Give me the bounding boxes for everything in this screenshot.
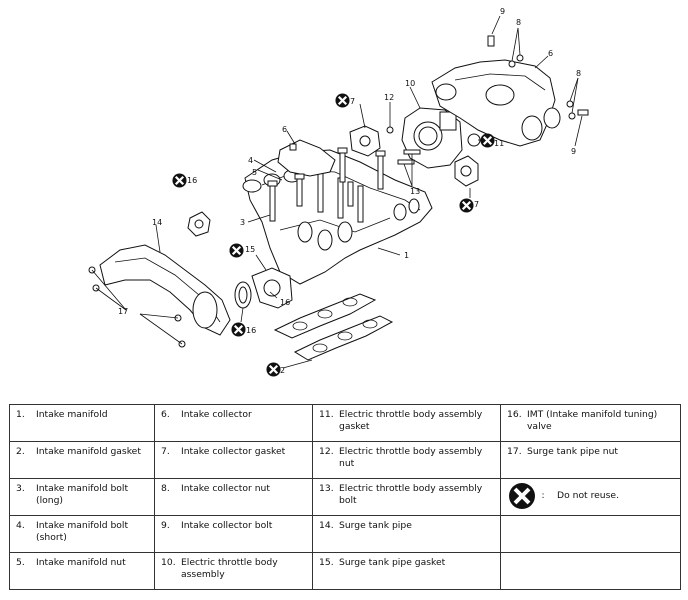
legend-cell-no-reuse: : Do not reuse. <box>500 478 681 516</box>
legend-cell: 10.Electric throttle body assembly <box>154 552 313 590</box>
legend-cell: 5.Intake manifold nut <box>9 552 155 590</box>
legend-row: 5.Intake manifold nut 10.Electric thrott… <box>9 552 681 590</box>
intake-collector-nut <box>566 100 574 108</box>
gasket-hole <box>194 219 204 229</box>
legend-row: 3.Intake manifold bolt (long) 8.Intake c… <box>9 478 681 516</box>
callout-8-top: 8 <box>516 18 521 27</box>
intake-collector-cover-part <box>277 139 336 177</box>
gasket-hole <box>460 165 472 177</box>
legend-cell: 14.Surge tank pipe <box>312 515 501 553</box>
parts-legend-table: 1.Intake manifold 6.Intake collector 11.… <box>9 404 681 590</box>
intake-collector-bolt <box>577 109 589 116</box>
legend-cell-empty <box>500 552 681 590</box>
intake-collector-nut <box>508 60 516 68</box>
callout-6-collector: 6 <box>548 49 553 58</box>
callout-9-top: 9 <box>500 7 505 16</box>
legend-cell: 1.Intake manifold <box>9 404 155 442</box>
callout-16-c: 16 <box>246 326 256 335</box>
callout-5: 5 <box>252 168 257 177</box>
surge-tank-pipe-part <box>99 244 231 336</box>
callout-16-a: 16 <box>187 176 197 185</box>
callout-3: 3 <box>240 218 245 227</box>
intake-collector-nut <box>568 112 576 120</box>
callout-8-right: 8 <box>576 69 581 78</box>
callout-16-b: 16 <box>280 298 290 307</box>
callout-9-right: 9 <box>571 147 576 156</box>
exploded-parts-diagram: 1 2 3 4 5 6 7 7 8 8 9 9 10 11 12 13 14 1… <box>88 7 589 377</box>
callout-10: 10 <box>405 79 415 88</box>
callout-6: 6 <box>282 125 287 134</box>
legend-cell: 15.Surge tank pipe gasket <box>312 552 501 590</box>
legend-cell: 7.Intake collector gasket <box>154 441 313 479</box>
callout-12: 12 <box>384 93 394 102</box>
legend-cell: 17.Surge tank pipe nut <box>500 441 681 479</box>
intake-collector-bolt <box>487 35 495 47</box>
leader-lines <box>91 15 583 369</box>
callout-15: 15 <box>245 245 255 254</box>
legend-cell: 2.Intake manifold gasket <box>9 441 155 479</box>
callout-1: 1 <box>404 251 409 260</box>
callout-13: 13 <box>410 187 420 196</box>
legend-row: 2.Intake manifold gasket 7.Intake collec… <box>9 441 681 479</box>
imt-valve-part <box>251 267 293 309</box>
electric-throttle-body-part <box>401 107 463 169</box>
legend-cell: 4.Intake manifold bolt (short) <box>9 515 155 553</box>
legend-row: 4.Intake manifold bolt (short) 9.Intake … <box>9 515 681 553</box>
throttle-body-bolt <box>397 159 415 165</box>
callout-17: 17 <box>118 307 128 316</box>
callout-7-right: 7 <box>474 200 479 209</box>
callout-labels: 1 2 3 4 5 6 7 7 8 8 9 9 10 11 12 13 14 1… <box>118 7 581 375</box>
intake-manifold-bolts <box>267 147 386 222</box>
legend-cell: 3.Intake manifold bolt (long) <box>9 478 155 516</box>
legend-cell: 12.Electric throttle body assembly nut <box>312 441 501 479</box>
callout-2: 2 <box>280 366 285 375</box>
legend-cell: 11.Electric throttle body assembly gaske… <box>312 404 501 442</box>
legend-cell: 13.Electric throttle body assembly bolt <box>312 478 501 516</box>
no-reuse-text: Do not reuse. <box>557 490 619 501</box>
intake-manifold-gasket-part <box>273 293 394 361</box>
legend-cell: 8.Intake collector nut <box>154 478 313 516</box>
gasket-hole <box>359 135 371 147</box>
legend-cell: 9.Intake collector bolt <box>154 515 313 553</box>
legend-row: 1.Intake manifold 6.Intake collector 11.… <box>9 404 681 442</box>
do-not-reuse-icon <box>509 483 535 509</box>
no-reuse-colon: : <box>541 490 545 501</box>
throttle-body-bolt <box>403 149 421 155</box>
throttle-body-nut <box>386 126 394 134</box>
callout-7-left: 7 <box>350 97 355 106</box>
legend-cell: 16.IMT (Intake manifold tuning) valve <box>500 404 681 442</box>
callout-4: 4 <box>248 156 253 165</box>
legend-cell-empty <box>500 515 681 553</box>
surge-tank-pipe-gasket-hole <box>238 286 248 304</box>
upper-collector-part <box>431 59 561 147</box>
callout-14: 14 <box>152 218 162 227</box>
callout-11: 11 <box>494 139 504 148</box>
intake-collector-nut <box>516 54 524 62</box>
legend-cell: 6.Intake collector <box>154 404 313 442</box>
